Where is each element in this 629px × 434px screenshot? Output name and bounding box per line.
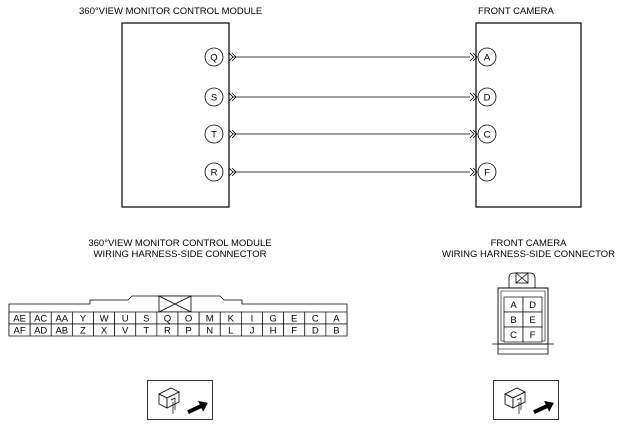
camera-pin: [477, 87, 497, 107]
camera-pin: [477, 124, 497, 144]
camera-pin-label: D: [484, 93, 491, 104]
module-connector-pin-label: AD: [34, 326, 47, 337]
module-connector-pin-label: Q: [164, 314, 171, 325]
camera-connector-pin-label: A: [510, 300, 517, 311]
module-connector-pin-label: Z: [80, 326, 86, 337]
module-pin-label: T: [211, 130, 217, 141]
module-connector-caption: 360°VIEW MONITOR CONTROL MODULE WIRING H…: [88, 238, 272, 260]
module-connector-pin-label: W: [100, 314, 109, 325]
module-connector-cell: [325, 323, 348, 337]
module-connector-pin-label: AF: [13, 326, 25, 337]
module-connector-pin-label: AE: [13, 314, 26, 325]
module-connector-pin-label: M: [206, 314, 214, 325]
camera-connector: A D B E C F: [492, 272, 554, 355]
module-connector-pin-label: B: [333, 326, 339, 337]
module-connector-pin-label: O: [185, 314, 192, 325]
module-pin: [204, 47, 224, 67]
module-pin: [204, 124, 224, 144]
harness-side-view-icon: [147, 380, 213, 420]
module-connector-pin-label: A: [333, 314, 340, 325]
module-connector-pin-label: Y: [80, 314, 87, 325]
module-connector-pin-label: R: [164, 326, 171, 337]
module-connector-pin-label: G: [269, 314, 276, 325]
module-connector-pin-label: H: [270, 326, 277, 337]
module-connector-pin-label: P: [185, 326, 191, 337]
module-connector: AE AC AA Y W U S Q O M K I G E C A AF AD AB Z X V T R P N L J H F D B: [8, 295, 348, 337]
module-pin-label: S: [211, 93, 217, 104]
camera-title: FRONT CAMERA: [478, 6, 554, 17]
module-connector-pin-label: C: [312, 314, 319, 325]
camera-pin-label: C: [484, 130, 491, 141]
module-connector-pin-label: N: [206, 326, 213, 337]
module-pin-label: R: [211, 168, 218, 179]
camera-connector-pin-label: C: [510, 330, 517, 341]
module-connector-pin-label: AA: [55, 314, 68, 325]
module-connector-pin-label: L: [228, 326, 233, 337]
camera-connector-caption: FRONT CAMERA WIRING HARNESS-SIDE CONNECT…: [442, 238, 615, 260]
camera-connector-pin-label: E: [529, 315, 535, 326]
module-connector-pin-label: U: [122, 314, 129, 325]
module-connector-pin-label: AC: [34, 314, 47, 325]
camera-connector-pin-label: B: [510, 315, 516, 326]
camera-pin: [477, 47, 497, 67]
camera-pin-label: A: [484, 53, 491, 64]
camera-connector-pin-label: F: [530, 330, 536, 341]
camera-pin-label: F: [484, 168, 490, 179]
module-pin: [204, 87, 224, 107]
module-connector-pin-label: X: [101, 326, 108, 337]
module-connector-pin-label: K: [228, 314, 235, 325]
module-connector-pin-label: S: [143, 314, 149, 325]
module-connector-pin-label: T: [143, 326, 149, 337]
module-connector-pin-label: D: [312, 326, 319, 337]
camera-connector-pin-label: D: [529, 300, 536, 311]
module-connector-pin-label: F: [291, 326, 297, 337]
harness-side-view-icon: [493, 380, 559, 420]
module-pin-label: Q: [210, 53, 217, 64]
module-connector-pin-label: I: [251, 314, 254, 325]
module-connector-pin-label: E: [291, 314, 297, 325]
module-connector-pin-label: AB: [55, 326, 68, 337]
module-connector-pin-label: J: [250, 326, 255, 337]
module-title: 360°VIEW MONITOR CONTROL MODULE: [79, 6, 263, 17]
camera-connector-cell: [522, 326, 543, 343]
module-pin: [204, 162, 224, 182]
module-connector-pin-label: V: [122, 326, 129, 337]
camera-pin: [477, 162, 497, 182]
